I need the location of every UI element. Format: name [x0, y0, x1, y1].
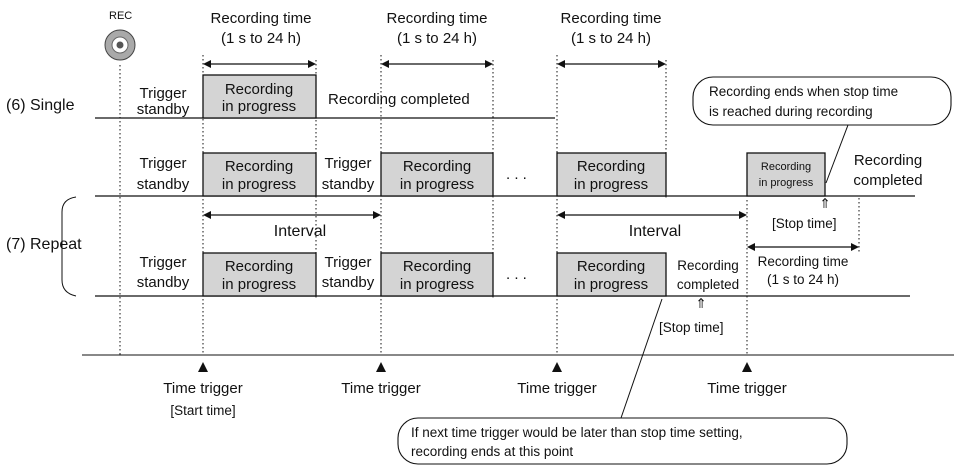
single-recording-box: Recording in progress	[202, 74, 317, 119]
svg-text:in progress: in progress	[222, 276, 296, 293]
svg-text:Recording ends when stop time: Recording ends when stop time	[709, 84, 898, 99]
single-recording-completed: Recording completed	[328, 91, 470, 108]
svg-text:Recording: Recording	[225, 258, 293, 275]
svg-text:Recording: Recording	[577, 258, 645, 275]
svg-text:Trigger: Trigger	[140, 85, 187, 102]
repeat-bracket	[61, 196, 77, 297]
svg-text:standby: standby	[137, 101, 190, 118]
repeat2-recording-box-3: Recording in progress	[556, 252, 667, 297]
svg-text:Recording: Recording	[225, 81, 293, 98]
recording-time-arrow-3	[557, 60, 666, 68]
recording-time-arrow-1	[203, 60, 316, 68]
stop-time-arrow-top: ⇑	[819, 196, 830, 211]
repeat2-recording-box-1: Recording in progress	[202, 252, 317, 297]
time-trigger-4: Time trigger	[707, 362, 787, 397]
recording-time-header-2: Recording time (1 s to 24 h)	[387, 10, 488, 47]
repeat2-trigger-standby-2: Trigger standby	[322, 254, 375, 291]
svg-text:in progress: in progress	[574, 276, 648, 293]
svg-text:Recording time: Recording time	[758, 254, 849, 269]
svg-text:completed: completed	[853, 172, 922, 189]
svg-text:(1 s to 24 h): (1 s to 24 h)	[571, 30, 651, 47]
svg-text:If next time trigger would be: If next time trigger would be later than…	[411, 425, 743, 440]
svg-text:Recording time: Recording time	[561, 10, 662, 27]
repeat2-ellipsis: . . .	[506, 266, 527, 283]
svg-text:(1 s to 24 h): (1 s to 24 h)	[767, 272, 839, 287]
recording-time-arrow-2	[381, 60, 493, 68]
svg-text:Recording time: Recording time	[211, 10, 312, 27]
svg-text:Interval: Interval	[629, 223, 681, 240]
stop-time-arrow-bottom: ⇑	[695, 296, 706, 311]
svg-text:in progress: in progress	[759, 177, 814, 189]
svg-text:Time trigger: Time trigger	[517, 380, 596, 397]
svg-text:Recording: Recording	[761, 161, 811, 173]
stop-time-label-top: [Stop time]	[772, 216, 837, 231]
svg-text:in progress: in progress	[400, 176, 474, 193]
svg-text:Trigger: Trigger	[140, 155, 187, 172]
svg-text:(1 s to 24 h): (1 s to 24 h)	[221, 30, 301, 47]
repeat1-recording-completed: Recording completed	[853, 152, 922, 189]
rec-icon	[104, 29, 136, 61]
svg-text:Time trigger: Time trigger	[707, 380, 786, 397]
time-trigger-3: Time trigger	[517, 362, 597, 397]
svg-text:in progress: in progress	[400, 276, 474, 293]
svg-text:in progress: in progress	[222, 98, 296, 115]
svg-text:Trigger: Trigger	[325, 155, 372, 172]
interval-arrow-1: Interval	[203, 211, 381, 240]
svg-text:completed: completed	[677, 277, 739, 292]
svg-text:standby: standby	[322, 274, 375, 291]
repeat2-recording-box-2: Recording in progress	[380, 252, 494, 297]
svg-text:in progress: in progress	[574, 176, 648, 193]
recording-time-arrow-right: Recording time (1 s to 24 h)	[747, 243, 859, 287]
svg-text:is reached during recording: is reached during recording	[709, 104, 873, 119]
svg-text:Time trigger: Time trigger	[163, 380, 242, 397]
svg-text:standby: standby	[322, 176, 375, 193]
stop-time-label-bottom: [Stop time]	[659, 320, 724, 335]
svg-text:standby: standby	[137, 274, 190, 291]
svg-text:recording ends at this point: recording ends at this point	[411, 444, 573, 459]
svg-text:Recording time: Recording time	[387, 10, 488, 27]
repeat2-recording-completed: Recording completed	[677, 258, 739, 292]
repeat1-ellipsis: . . .	[506, 166, 527, 183]
svg-text:Interval: Interval	[274, 223, 326, 240]
recording-time-header-1: Recording time (1 s to 24 h)	[211, 10, 312, 47]
svg-text:Recording: Recording	[403, 258, 471, 275]
svg-text:Recording: Recording	[854, 152, 922, 169]
time-trigger-2: Time trigger	[341, 362, 421, 397]
start-time-label: [Start time]	[170, 403, 235, 418]
repeat1-trigger-standby-1: Trigger standby	[137, 155, 190, 193]
svg-text:in progress: in progress	[222, 176, 296, 193]
callout-next-trigger-later: If next time trigger would be later than…	[397, 417, 848, 465]
single-trigger-standby: Trigger standby	[137, 85, 190, 118]
svg-text:Recording: Recording	[577, 158, 645, 175]
recording-time-header-3: Recording time (1 s to 24 h)	[561, 10, 662, 47]
repeat1-recording-box-2: Recording in progress	[380, 152, 494, 197]
svg-text:(1 s to 24 h): (1 s to 24 h)	[397, 30, 477, 47]
svg-text:standby: standby	[137, 176, 190, 193]
rec-label: REC	[109, 10, 132, 22]
callout-bottom-pointer	[620, 298, 663, 419]
repeat1-trigger-standby-2: Trigger standby	[322, 155, 375, 193]
svg-text:Trigger: Trigger	[140, 254, 187, 271]
svg-text:Recording: Recording	[225, 158, 293, 175]
single-mode-label: (6) Single	[6, 97, 75, 114]
repeat1-recording-box-1: Recording in progress	[202, 152, 317, 197]
callout-stop-during-recording: Recording ends when stop time is reached…	[692, 76, 952, 126]
svg-text:Recording: Recording	[403, 158, 471, 175]
time-trigger-1: Time trigger [Start time]	[163, 362, 243, 418]
svg-text:Recording: Recording	[677, 258, 739, 273]
interval-arrow-2: Interval	[557, 211, 747, 240]
svg-text:Trigger: Trigger	[325, 254, 372, 271]
svg-text:Time trigger: Time trigger	[341, 380, 420, 397]
repeat-mode-label: (7) Repeat	[6, 236, 82, 253]
repeat1-recording-box-4-small: Recording in progress	[746, 152, 826, 197]
repeat1-recording-box-3: Recording in progress	[556, 152, 667, 197]
repeat2-trigger-standby-1: Trigger standby	[137, 254, 190, 291]
callout-pointer	[825, 124, 849, 184]
